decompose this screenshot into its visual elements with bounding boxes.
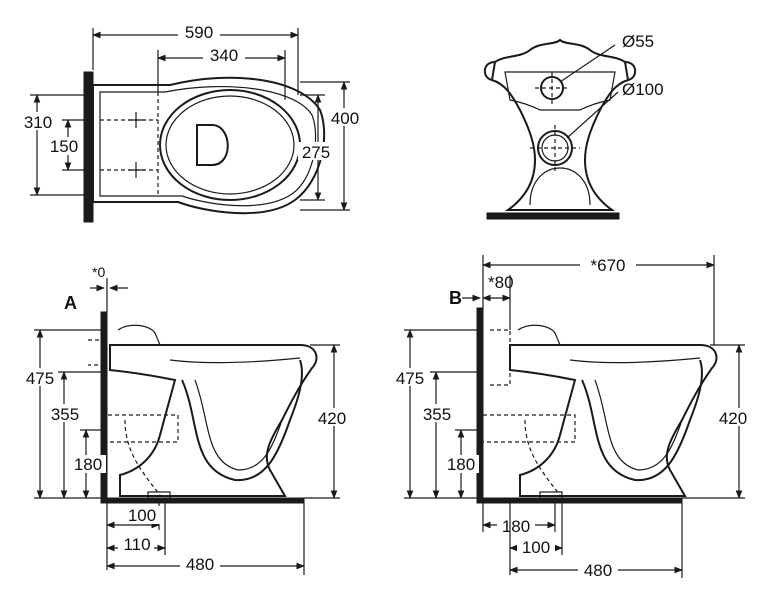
dim-590: 590 — [185, 23, 213, 42]
front-view: Ø55 Ø100 — [483, 32, 664, 220]
top-view-wall — [83, 71, 94, 223]
side-a-floor — [100, 497, 305, 504]
side-a-dim-offset: *0 — [92, 264, 105, 280]
side-a-dim-355: 355 — [51, 405, 79, 424]
side-b-floor — [476, 497, 683, 504]
side-b-label: B — [449, 288, 462, 308]
side-b-dim-180h: 180 — [502, 517, 530, 536]
side-a-label: A — [64, 293, 77, 313]
side-a-dim-110: 110 — [123, 535, 150, 554]
side-a-dim-475: 475 — [26, 369, 54, 388]
dim-310: 310 — [24, 113, 52, 132]
side-b-dim-355: 355 — [423, 405, 451, 424]
side-a-dim-100: 100 — [128, 506, 156, 525]
top-view-drain — [196, 124, 229, 166]
fixing-holes — [100, 92, 159, 195]
side-b-dim-180: 180 — [447, 455, 475, 474]
side-b-bowl — [509, 344, 718, 497]
dim-150: 150 — [50, 137, 78, 156]
top-view-bowl — [159, 89, 301, 201]
side-b-dim-offset: *80 — [488, 273, 514, 292]
side-b-dim-480: 480 — [584, 561, 612, 580]
dim-400: 400 — [331, 109, 359, 128]
dim-340: 340 — [210, 46, 238, 65]
side-a-bowl — [109, 344, 318, 497]
dim-275: 275 — [302, 143, 330, 162]
side-b-dim-420: 420 — [719, 409, 747, 428]
top-view: 590 340 310 150 400 275 — [20, 22, 364, 223]
side-b-dim-475: 475 — [396, 369, 424, 388]
side-b-dim-overall: *670 — [591, 256, 626, 275]
side-b-dim-100: 100 — [522, 538, 550, 557]
front-view-floor — [486, 212, 620, 220]
side-a-dim-420: 420 — [318, 409, 346, 428]
front-view-top — [490, 38, 630, 211]
side-view-a: A *0 475 355 1 — [22, 264, 352, 575]
dia-55-label: Ø55 — [622, 32, 654, 51]
side-view-b: B *80 *670 475 — [392, 255, 755, 580]
side-a-dim-180: 180 — [74, 455, 102, 474]
dia-100-label: Ø100 — [622, 80, 664, 99]
side-a-dim-480: 480 — [186, 555, 214, 574]
